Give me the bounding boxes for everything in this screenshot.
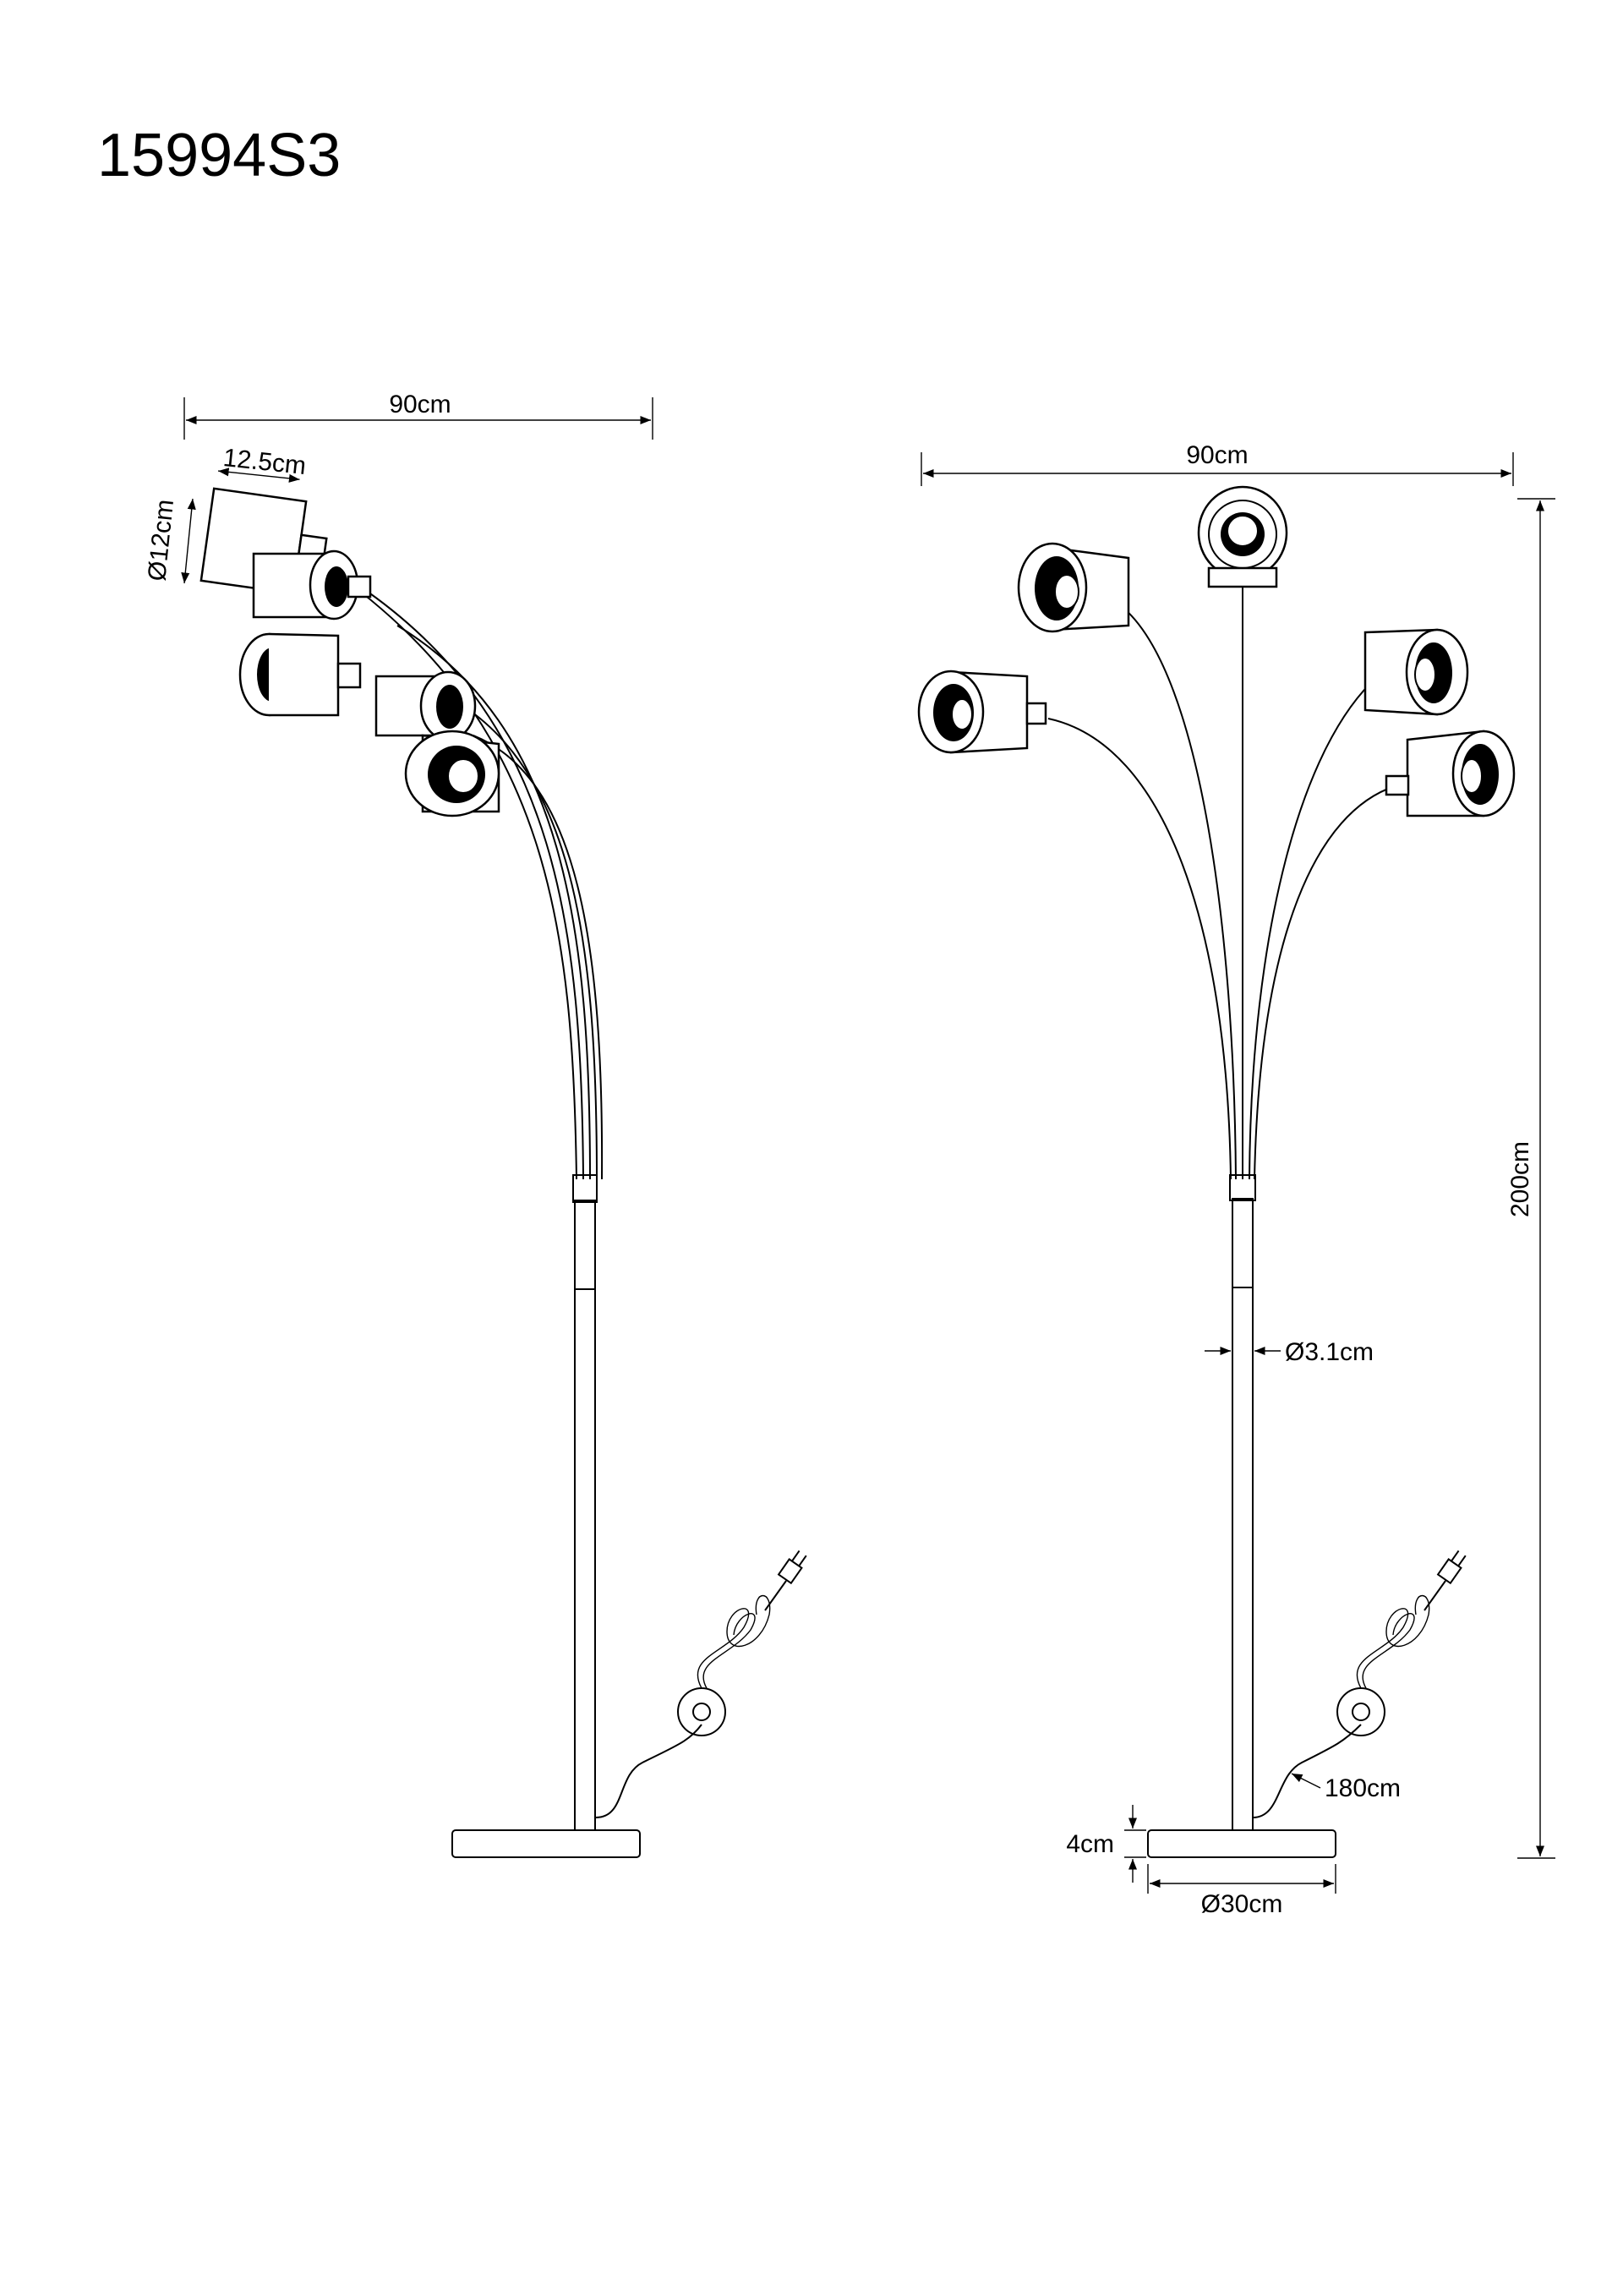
side-arm-4: [422, 684, 598, 1180]
side-pole-collar: [572, 1174, 598, 1203]
model-number: 15994S3: [97, 122, 341, 189]
front-pole-collar: [1229, 1174, 1256, 1201]
side-shade-diameter-label: Ø12cm: [143, 498, 179, 582]
side-view-drawing: 90cm 12.5cm Ø12cm: [143, 391, 807, 1858]
front-shade-upper-right: [1363, 628, 1469, 716]
front-plug-icon: [1436, 1550, 1467, 1585]
front-cable-coil: [1356, 1594, 1430, 1689]
front-view-drawing: 90cm 200cm: [917, 441, 1555, 1918]
front-cable-coil-2: [1362, 1613, 1415, 1689]
side-pole-upper: [574, 1200, 596, 1290]
front-base-height-label: 4cm: [1066, 1830, 1114, 1858]
side-plug-icon: [777, 1550, 807, 1585]
side-arm-1: [337, 574, 577, 1180]
front-foot-switch-center: [1352, 1703, 1370, 1721]
front-cable: [1252, 1724, 1362, 1818]
side-arm-5: [473, 735, 604, 1180]
front-arm-right: [1254, 785, 1396, 1180]
side-foot-switch: [677, 1687, 726, 1736]
front-width-label: 90cm: [1186, 441, 1248, 469]
side-shade-5: [404, 730, 500, 817]
front-height-label: 200cm: [1506, 1141, 1534, 1217]
side-base: [451, 1829, 641, 1858]
front-shade-upper-left: [1017, 542, 1130, 633]
front-pole-lower: [1232, 1287, 1254, 1831]
side-cable: [595, 1724, 702, 1818]
side-shade-3: [238, 632, 362, 717]
front-pole-upper: [1232, 1198, 1254, 1288]
side-cable-coil-2: [702, 1613, 756, 1689]
side-shade-diameter-line: [181, 498, 196, 584]
side-shade-length-label: 12.5cm: [221, 444, 307, 480]
side-shade-length-line: [217, 467, 300, 483]
side-cable-coil: [697, 1594, 771, 1689]
side-pole-lower: [574, 1288, 596, 1831]
front-pole-diameter-label: Ø3.1cm: [1285, 1338, 1374, 1366]
front-arm-upper-right: [1249, 675, 1379, 1180]
front-base: [1147, 1829, 1336, 1858]
side-plug-cord: [764, 1580, 787, 1611]
side-foot-switch-center: [692, 1703, 711, 1721]
side-shade-2: [252, 549, 372, 620]
front-plug-cord: [1424, 1580, 1446, 1611]
side-width-label: 90cm: [389, 391, 451, 418]
front-shade-left: [917, 670, 1047, 754]
front-base-diameter-label: Ø30cm: [1201, 1890, 1283, 1918]
front-shade-right: [1385, 730, 1516, 817]
front-shade-top: [1197, 485, 1288, 588]
front-cable-length-label: 180cm: [1325, 1774, 1401, 1802]
front-arm-left: [1047, 718, 1232, 1180]
front-arm-upper-left: [1123, 608, 1237, 1180]
side-arm-2: [367, 591, 584, 1180]
side-shade-4: [374, 670, 477, 741]
front-foot-switch: [1336, 1687, 1385, 1736]
front-cable-length-leader: [1291, 1773, 1321, 1789]
